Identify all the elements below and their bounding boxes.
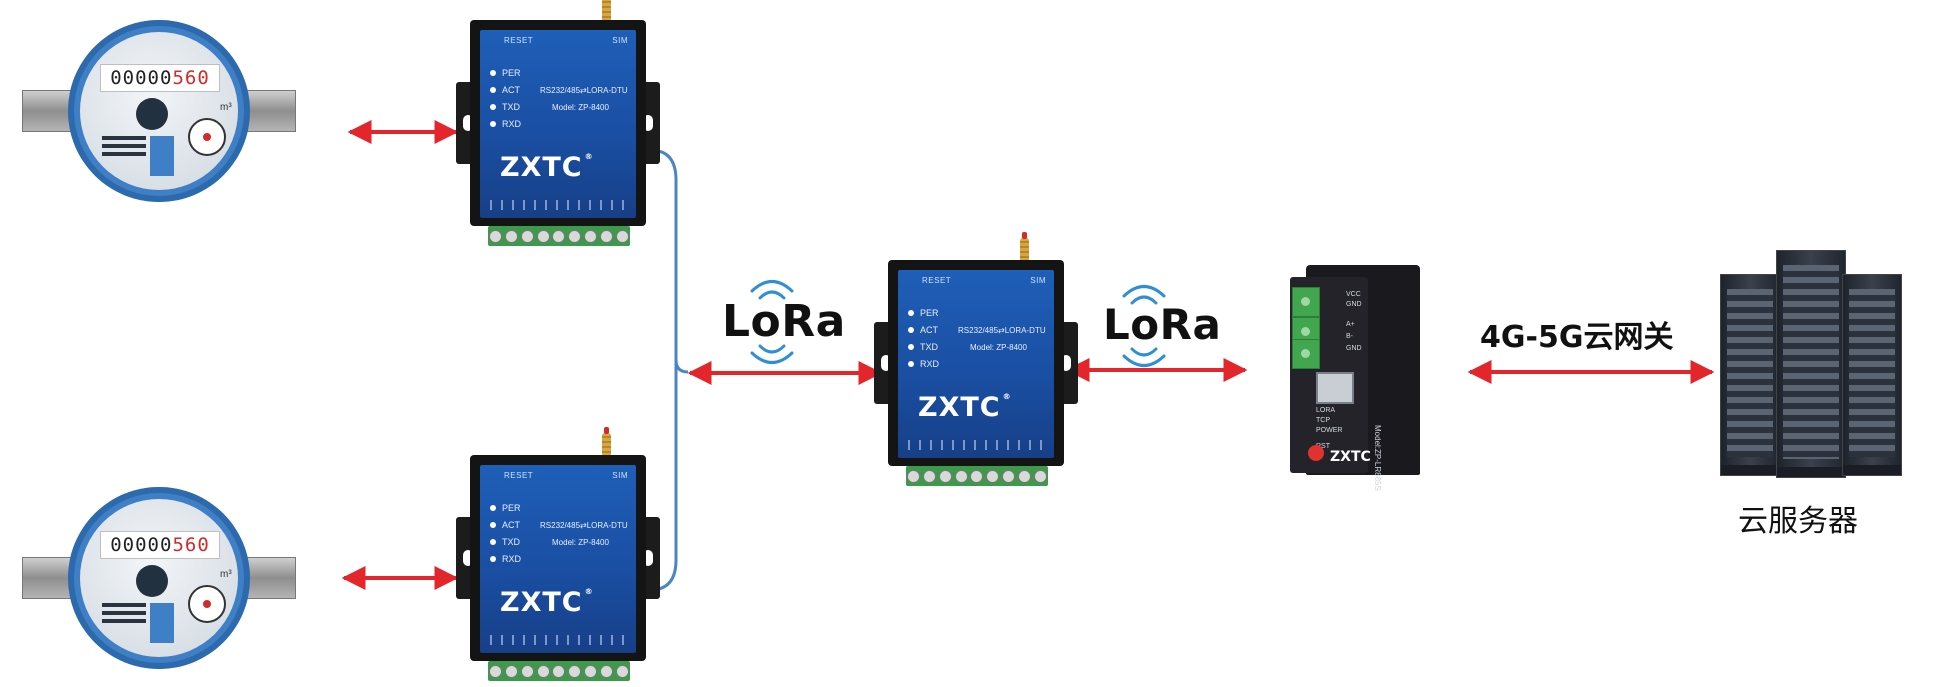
meter-unit: m³: [220, 102, 232, 113]
dtu-brand: ZXTC®: [918, 392, 1012, 423]
gateway-brand: ZXTC: [1330, 449, 1371, 465]
gateway-led-lora: LORA: [1316, 407, 1336, 414]
gateway-led-tcp: TCP: [1316, 417, 1330, 424]
dtu-led-act: ACT: [908, 325, 938, 335]
signal-wave-icon: [1122, 285, 1166, 367]
dtu-sim-label: SIM: [612, 471, 628, 480]
signal-wave-icon: [750, 280, 794, 364]
dtu-led-act: ACT: [490, 85, 520, 95]
reset-button-icon: [1308, 445, 1324, 461]
meter-unit: m³: [220, 569, 232, 580]
dtu-description: RS232/485⇄LORA-DTU: [540, 86, 628, 95]
dtu-led-rxd: RXD: [490, 554, 521, 564]
dtu-reset-label: RESET: [504, 36, 534, 45]
dtu-led-txd: TXD: [490, 537, 520, 547]
gateway-model: Model:ZP-LR885S: [1373, 425, 1382, 491]
ethernet-port-icon: [1316, 372, 1354, 404]
lora-gateway-icon: VCC GND A+ B- GND LORA TCP POWER RST ZXT…: [1290, 265, 1420, 491]
lora-dtu-icon: RESET SIM PER ACT TXD RXD RS232/485⇄LORA…: [456, 427, 660, 687]
dtu-led-rxd: RXD: [908, 359, 939, 369]
dtu-led-per: PER: [490, 503, 521, 513]
dtu-model: Model: ZP-8400: [970, 343, 1027, 352]
dtu-led-txd: TXD: [908, 342, 938, 352]
lora-dtu-icon: RESET SIM PER ACT TXD RXD RS232/485⇄LORA…: [456, 0, 660, 252]
dtu-sim-label: SIM: [1030, 276, 1046, 285]
dtu-description: RS232/485⇄LORA-DTU: [540, 521, 628, 530]
gateway-terminal-b: B-: [1346, 333, 1353, 340]
meter-reading: 00000560: [100, 64, 220, 92]
cloud-server-icon: [1720, 250, 1910, 480]
gateway-terminal-vcc: VCC: [1346, 291, 1361, 298]
dtu-led-act: ACT: [490, 520, 520, 530]
dtu-brand: ZXTC®: [500, 587, 594, 618]
dtu-sim-label: SIM: [612, 36, 628, 45]
dtu-led-per: PER: [908, 308, 939, 318]
cloud-server-label: 云服务器: [1738, 504, 1858, 539]
lora-label-right: LoRa: [1103, 300, 1222, 349]
dtu-reset-label: RESET: [922, 276, 952, 285]
dtu-led-rxd: RXD: [490, 119, 521, 129]
gateway-terminal-a: A+: [1346, 321, 1355, 328]
dtu-model: Model: ZP-8400: [552, 538, 609, 547]
dtu-reset-label: RESET: [504, 471, 534, 480]
meter-reading: 00000560: [100, 531, 220, 559]
water-meter-icon: 00000560 m³: [22, 20, 296, 202]
gateway-terminal-gnd: GND: [1346, 301, 1362, 308]
dtu-brand: ZXTC®: [500, 152, 594, 183]
dtu-led-per: PER: [490, 68, 521, 78]
dtu-model: Model: ZP-8400: [552, 103, 609, 112]
gateway-terminal-gnd2: GND: [1346, 345, 1362, 352]
gateway-reset-label: RST: [1316, 443, 1330, 450]
lora-dtu-icon: RESET SIM PER ACT TXD RXD RS232/485⇄LORA…: [874, 232, 1078, 492]
dtu-led-txd: TXD: [490, 102, 520, 112]
lora-label-left: LoRa: [722, 296, 846, 347]
water-meter-icon: 00000560 m³: [22, 487, 296, 669]
gateway-led-power: POWER: [1316, 427, 1343, 434]
dtu-description: RS232/485⇄LORA-DTU: [958, 326, 1046, 335]
cloud-gateway-label: 4G-5G云网关: [1480, 320, 1674, 355]
